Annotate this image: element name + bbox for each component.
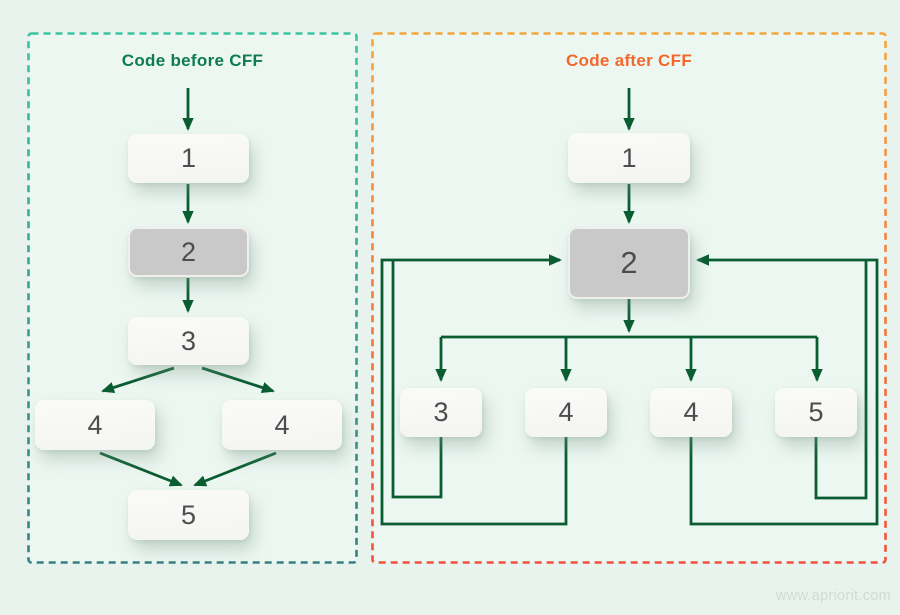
watermark: www.apriorit.com	[775, 588, 891, 604]
before-connectors	[99, 88, 277, 487]
node-before-1: 1	[128, 134, 249, 183]
panel-before-title: Code before CFF	[121, 51, 264, 70]
before-merge-4b-5	[193, 451, 277, 487]
after-loop-3-back	[391, 260, 443, 499]
node-after-4b: 4	[650, 388, 732, 437]
after-loop-4a-back	[380, 254, 568, 526]
before-branch-3-4a	[101, 366, 175, 394]
before-merge-4a-5	[99, 451, 183, 487]
node-before-3: 3	[128, 317, 249, 365]
node-before-5: 5	[128, 490, 249, 540]
node-before-2: 2	[128, 227, 249, 277]
after-loop-5-back	[814, 260, 868, 500]
panel-after-title: Code after CFF	[565, 51, 693, 70]
node-after-1: 1	[568, 133, 690, 183]
node-before-4b: 4	[222, 400, 342, 450]
node-before-4a: 4	[35, 400, 155, 450]
node-after-2: 2	[568, 227, 690, 299]
node-after-5: 5	[775, 388, 857, 437]
after-loop-4b-back	[689, 254, 879, 526]
after-connectors	[380, 88, 879, 526]
node-after-4a: 4	[525, 388, 607, 437]
node-after-3: 3	[400, 388, 482, 437]
panel-before-border	[27, 32, 358, 564]
before-branch-3-4b	[201, 366, 275, 394]
